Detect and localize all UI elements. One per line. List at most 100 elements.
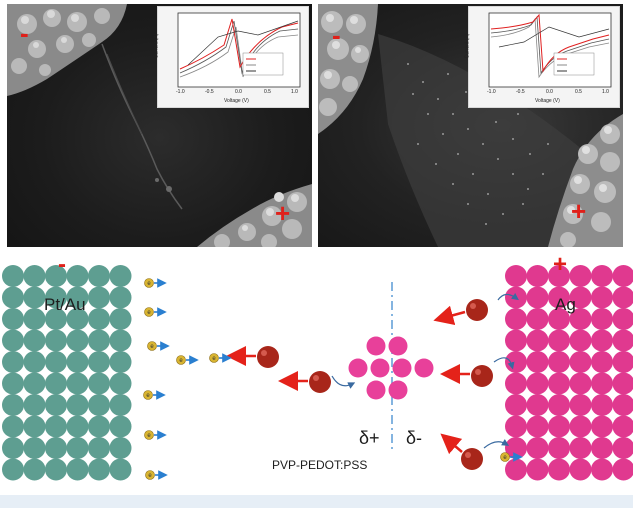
svg-text:e: e bbox=[212, 356, 216, 362]
ag-atom bbox=[591, 308, 613, 330]
sem-left-inset-xtick: -0.5 bbox=[205, 89, 214, 95]
pt-au-atom bbox=[2, 329, 24, 352]
ion-drift-arrow bbox=[433, 305, 466, 326]
svg-text:e: e bbox=[147, 433, 151, 439]
pt-au-atom bbox=[88, 415, 110, 438]
sem-left-iv-inset: Current (A) Voltage (V) -1.0 -0.5 0.0 0.… bbox=[153, 6, 309, 108]
pt-au-atom bbox=[45, 286, 67, 309]
electron: e bbox=[145, 470, 168, 480]
ag-atom bbox=[526, 458, 549, 481]
pt-au-atom bbox=[23, 329, 46, 352]
ag-atom bbox=[591, 372, 613, 395]
pt-au-atom bbox=[109, 437, 132, 459]
ion-migration-curve bbox=[483, 439, 510, 449]
ag-atom bbox=[569, 437, 592, 459]
ag-atom bbox=[548, 458, 570, 481]
pt-au-atom bbox=[45, 458, 67, 481]
sem-right-inset-xtick: 0.5 bbox=[575, 89, 582, 95]
ag-ion bbox=[466, 299, 488, 321]
sem-right-inset-xlabel: Voltage (V) bbox=[535, 98, 560, 104]
pt-au-atom bbox=[45, 372, 67, 395]
pt-au-atom bbox=[66, 265, 89, 287]
electron: e bbox=[144, 430, 167, 440]
pt-au-atom bbox=[109, 265, 132, 287]
sem-right-inset-ylabel: Current (A) bbox=[464, 33, 471, 59]
pt-au-atom bbox=[88, 394, 110, 416]
ag-atom bbox=[526, 437, 549, 459]
pt-au-atom bbox=[23, 458, 46, 481]
pt-au-atom bbox=[88, 308, 110, 330]
sem-left-negative-sign: - bbox=[20, 18, 29, 48]
electron: e bbox=[176, 355, 199, 365]
sem-left-inset-xtick: -1.0 bbox=[176, 89, 185, 95]
ag-atom bbox=[612, 415, 633, 438]
ag-atom bbox=[548, 437, 570, 459]
pt-au-atom bbox=[88, 372, 110, 395]
pt-au-atom bbox=[109, 458, 132, 481]
pt-au-atom bbox=[23, 308, 46, 330]
pt-au-atom bbox=[45, 394, 67, 416]
ag-atom bbox=[612, 308, 633, 330]
ag-atom bbox=[591, 265, 613, 287]
schematic-positive-sign: + bbox=[553, 252, 568, 278]
ag-atom bbox=[548, 265, 570, 287]
ag-atom bbox=[569, 372, 592, 395]
ag-atom bbox=[591, 394, 613, 416]
pt-au-atom bbox=[45, 415, 67, 438]
ag-atom bbox=[505, 372, 527, 395]
sem-left-positive-sign: + bbox=[275, 198, 291, 228]
ag-atom bbox=[591, 437, 613, 459]
ag-atom bbox=[505, 351, 527, 373]
pt-au-atom bbox=[88, 351, 110, 373]
pt-au-atom bbox=[2, 265, 24, 287]
pt-au-atom bbox=[2, 308, 24, 330]
ag-atom bbox=[612, 458, 633, 481]
pt-au-atom bbox=[45, 437, 67, 459]
pt-au-atom bbox=[109, 308, 132, 330]
svg-text:e: e bbox=[148, 473, 152, 479]
ag-atom bbox=[591, 415, 613, 438]
ag-atom bbox=[569, 415, 592, 438]
pt-au-atom bbox=[66, 394, 89, 416]
ag-atom bbox=[612, 329, 633, 352]
pt-au-atom bbox=[2, 394, 24, 416]
ag-atom bbox=[591, 351, 613, 373]
ag-ion bbox=[461, 448, 483, 470]
pt-au-atom bbox=[23, 372, 46, 395]
bottom-strip bbox=[0, 495, 633, 508]
pt-au-atom bbox=[109, 372, 132, 395]
ag-atom bbox=[526, 415, 549, 438]
matrix-label: PVP-PEDOT:PSS bbox=[272, 458, 368, 472]
electron: e bbox=[209, 353, 232, 363]
pt-au-atom bbox=[88, 265, 110, 287]
ag-atom bbox=[569, 351, 592, 373]
electron: e bbox=[143, 390, 166, 400]
ag-atom bbox=[548, 394, 570, 416]
pt-au-atom bbox=[109, 286, 132, 309]
ag-atom bbox=[505, 415, 527, 438]
pt-au-atom bbox=[2, 437, 24, 459]
sem-left-texture bbox=[7, 4, 312, 247]
ag-atom bbox=[526, 308, 549, 330]
pt-au-atom bbox=[109, 329, 132, 352]
sem-left-inset-xtick: 0.5 bbox=[264, 89, 271, 95]
pt-au-atom bbox=[23, 351, 46, 373]
ion-migration-curve bbox=[493, 357, 515, 370]
pt-au-atom bbox=[88, 458, 110, 481]
ag-atom bbox=[612, 351, 633, 373]
pt-au-atom bbox=[23, 394, 46, 416]
sem-right-positive-sign: + bbox=[571, 196, 587, 226]
pt-au-atom bbox=[88, 329, 110, 352]
ag-ion bbox=[471, 365, 493, 387]
pt-au-atom bbox=[88, 286, 110, 309]
pt-au-atom bbox=[23, 415, 46, 438]
sem-image-right: - + Current (A) Voltage (V) -1.0 -0.5 0.… bbox=[318, 4, 623, 247]
pt-au-atom bbox=[66, 372, 89, 395]
pt-au-atom bbox=[2, 286, 24, 309]
pt-au-atom bbox=[109, 351, 132, 373]
ag-atom bbox=[548, 329, 570, 352]
ag-atom bbox=[569, 394, 592, 416]
delta-plus-label: δ+ bbox=[359, 428, 380, 448]
ion-drift-arrow bbox=[440, 433, 463, 455]
ag-atom bbox=[612, 265, 633, 287]
